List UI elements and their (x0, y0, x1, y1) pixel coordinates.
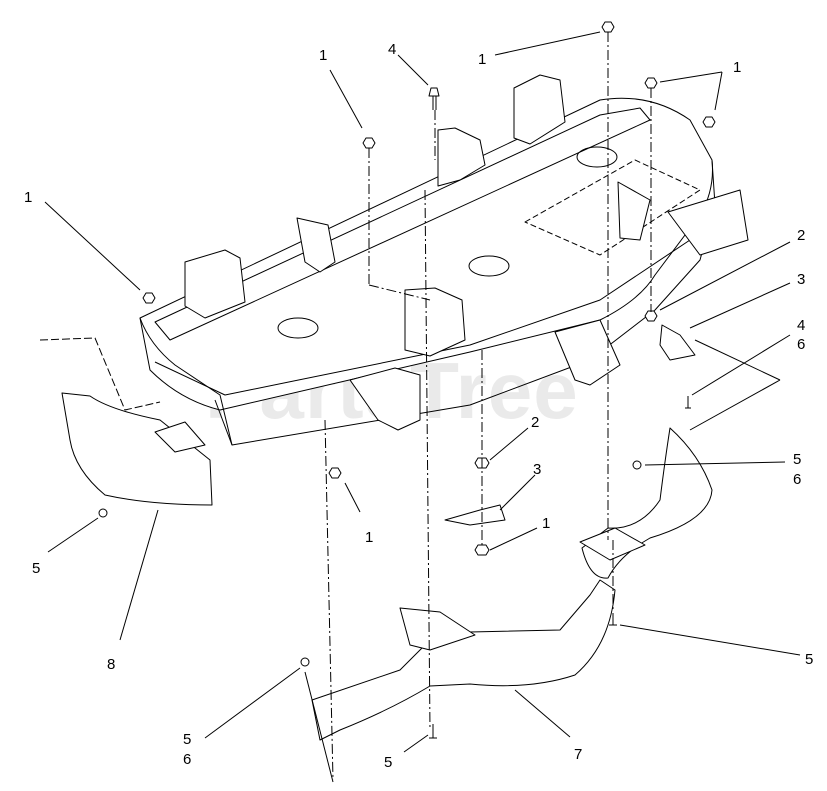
callout-5: 5 (805, 651, 814, 668)
callout-7: 7 (574, 746, 583, 763)
right-chute (581, 427, 713, 579)
mower-deck (139, 74, 749, 446)
left-guard (39, 337, 213, 506)
leader-lines (44, 31, 801, 783)
callout-2: 2 (797, 227, 806, 244)
callout-5: 5 (183, 731, 192, 748)
callout-6: 6 (797, 336, 806, 353)
front-guard (311, 527, 646, 741)
callout-5: 5 (384, 754, 393, 771)
callout-5: 5 (793, 451, 802, 468)
callout-1: 1 (365, 529, 374, 546)
callout-4: 4 (797, 317, 806, 334)
callout-1: 1 (478, 51, 487, 68)
callout-2: 2 (531, 414, 540, 431)
callout-5: 5 (32, 560, 41, 577)
callout-6: 6 (183, 751, 192, 768)
callout-1: 1 (319, 47, 328, 64)
callout-8: 8 (107, 656, 116, 673)
callout-3: 3 (533, 461, 542, 478)
callout-6: 6 (793, 471, 802, 488)
callout-1: 1 (24, 189, 33, 206)
callout-1: 1 (542, 515, 551, 532)
callout-1: 1 (733, 59, 742, 76)
callout-3: 3 (797, 271, 806, 288)
hardware (98, 21, 716, 739)
callout-4: 4 (388, 41, 397, 58)
assembly-lines (324, 32, 652, 781)
